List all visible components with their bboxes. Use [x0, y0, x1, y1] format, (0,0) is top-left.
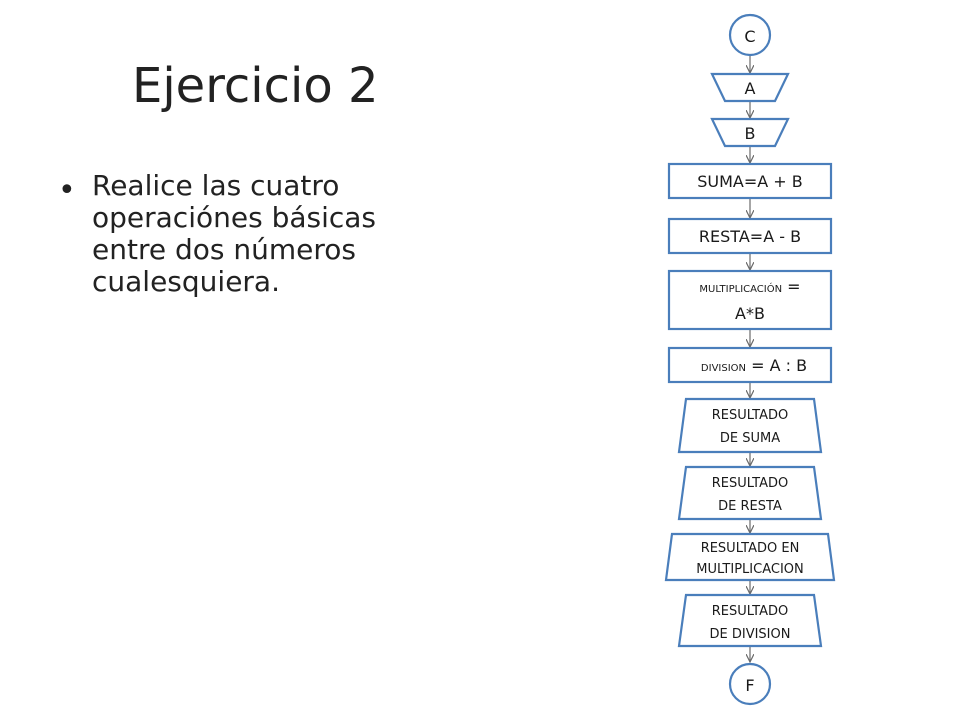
- node-output-suma-line1: RESULTADO: [712, 408, 789, 423]
- node-end: F: [728, 662, 772, 706]
- node-output-div-line2: DE DIVISION: [710, 627, 791, 642]
- node-output-suma: RESULTADO DE SUMA: [677, 397, 823, 454]
- node-multiplicacion-eq: =: [782, 277, 801, 296]
- node-division-small: DIVISION: [701, 363, 746, 374]
- node-output-resta-line1: RESULTADO: [712, 476, 789, 491]
- node-output-resta: RESULTADO DE RESTA: [677, 465, 823, 521]
- node-division-label: DIVISION = A : B: [701, 356, 807, 375]
- node-end-label: F: [745, 676, 754, 695]
- node-multiplicacion-small: MULTIPLICACIÓN: [699, 282, 782, 295]
- node-input-b-label: B: [745, 124, 756, 143]
- bullet-text: Realice las cuatro operaciónes básicas e…: [92, 169, 377, 298]
- node-division-rest: = A : B: [746, 356, 807, 375]
- node-input-b: B: [710, 117, 790, 148]
- node-output-mult-line2: MULTIPLICACION: [696, 562, 804, 577]
- node-input-a: A: [710, 72, 790, 103]
- node-start-label: C: [744, 27, 755, 46]
- node-division: DIVISION = A : B: [667, 346, 833, 384]
- node-resta: RESTA=A - B: [667, 217, 833, 255]
- node-output-resta-line2: DE RESTA: [718, 499, 782, 514]
- node-suma: SUMA=A + B: [667, 162, 833, 200]
- slide-title: Ejercicio 2: [132, 58, 379, 114]
- node-multiplicacion-line1: MULTIPLICACIÓN =: [699, 277, 800, 296]
- node-start: C: [728, 13, 772, 57]
- node-output-mult: RESULTADO EN MULTIPLICACION: [664, 532, 836, 582]
- node-output-mult-line1: RESULTADO EN: [701, 541, 800, 556]
- node-suma-label: SUMA=A + B: [697, 172, 803, 191]
- node-multiplicacion: MULTIPLICACIÓN = A*B: [667, 269, 833, 331]
- node-resta-label: RESTA=A - B: [699, 227, 801, 246]
- node-output-suma-line2: DE SUMA: [720, 431, 780, 446]
- node-output-div: RESULTADO DE DIVISION: [677, 593, 823, 648]
- bullet-dot-icon: •: [58, 173, 76, 208]
- node-multiplicacion-line2: A*B: [735, 304, 765, 323]
- node-input-a-label: A: [745, 79, 756, 98]
- node-output-div-line1: RESULTADO: [712, 604, 789, 619]
